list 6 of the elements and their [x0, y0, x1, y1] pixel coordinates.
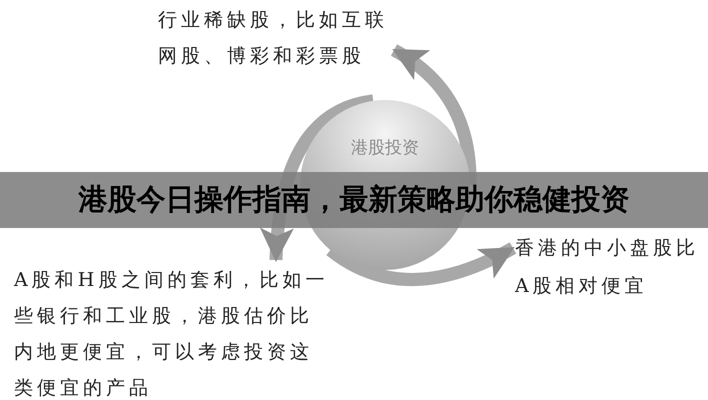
text-note: A股和H股之间的套利，比如一些银行和工业股，港股估价比内地更便宜，可以考虑投资这类便宜的产品	[14, 262, 330, 400]
curved-arrow	[326, 242, 516, 286]
circle-label: 港股投资	[351, 137, 419, 159]
text-note: 行业稀缺股，比如互联网股、博彩和彩票股	[158, 2, 394, 74]
title: 港股今日操作指南，最新策略助你稳健投资	[78, 181, 630, 218]
text-note: 香港的中小盘股比A股相对便宜	[515, 229, 707, 305]
